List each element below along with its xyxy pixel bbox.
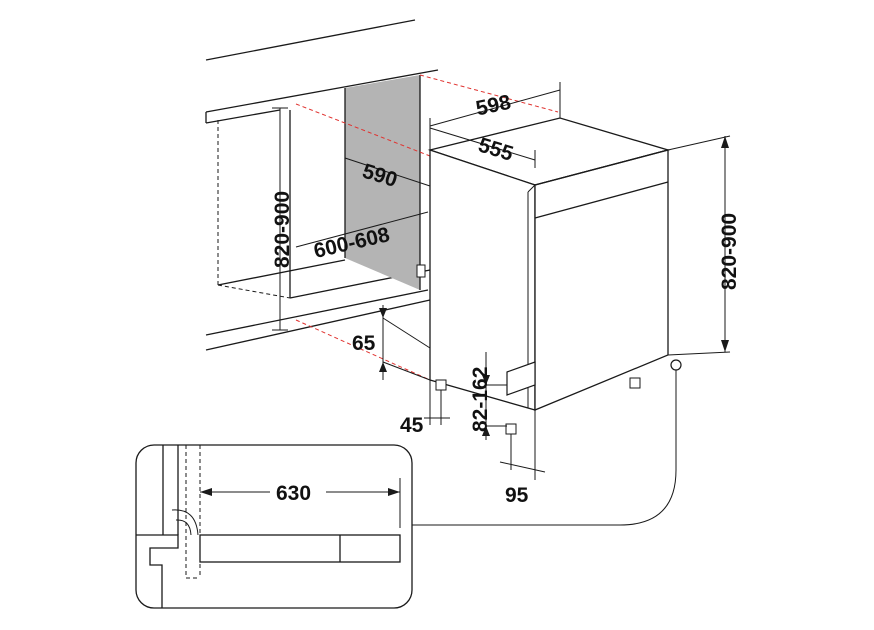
dimension-rear-foot-height: 65 bbox=[352, 305, 431, 381]
dimension-label-598: 598 bbox=[474, 91, 513, 121]
dimension-appliance-height: 820-900 bbox=[667, 135, 741, 356]
niche-back-wall bbox=[345, 75, 420, 290]
door-swing-detail-inset: 630 bbox=[135, 444, 413, 609]
dimension-label-82-162: 82-162 bbox=[469, 367, 492, 432]
dishwasher-body bbox=[416, 117, 671, 435]
cutout-markers bbox=[295, 74, 559, 381]
dimension-label-95: 95 bbox=[505, 484, 529, 507]
dimension-rear-foot-offset: 45 bbox=[400, 380, 450, 437]
dimension-label-630: 630 bbox=[276, 482, 311, 505]
dimension-label-65: 65 bbox=[352, 332, 376, 355]
niche-left-cabinet bbox=[205, 110, 431, 351]
dimension-label-niche-height: 820-900 bbox=[271, 191, 294, 268]
dimension-plinth-offset: 95 bbox=[499, 410, 546, 507]
dimension-label-appliance-height: 820-900 bbox=[718, 213, 741, 290]
detail-callout-leader bbox=[412, 359, 682, 526]
dimension-label-45: 45 bbox=[400, 414, 424, 437]
dimension-plinth-height: 82-162 bbox=[469, 352, 507, 440]
dimension-niche-height: 820-900 bbox=[271, 107, 294, 331]
